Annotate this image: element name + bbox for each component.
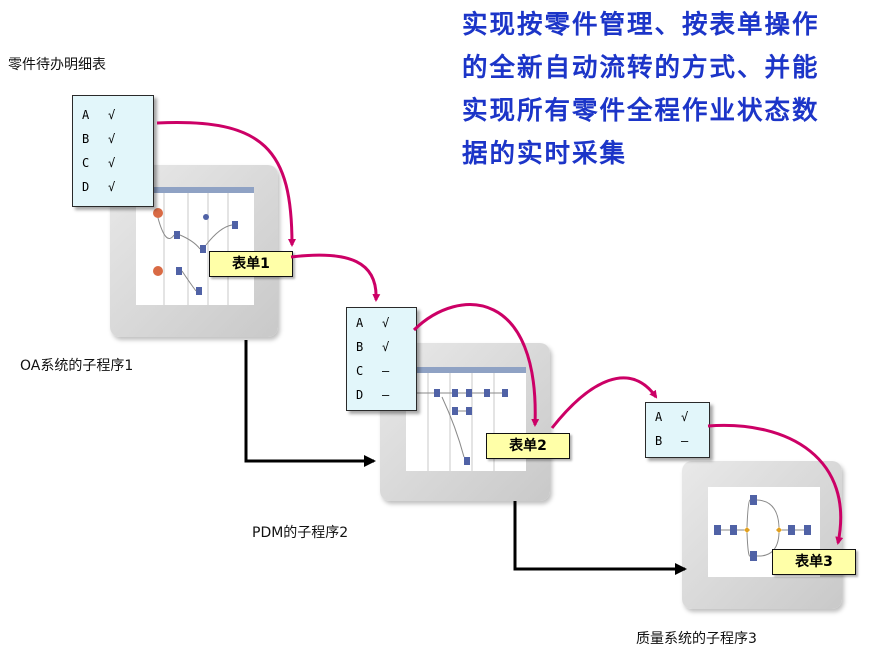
- checklist-row: D–: [356, 388, 390, 402]
- todo-checklist-2: A√ B√ C– D–: [346, 307, 417, 411]
- flow-arrow-checklist1-to-form1: [156, 121, 296, 247]
- form-1-label: 表单1: [209, 251, 293, 277]
- flow-arrow-checklist3-to-form3: [707, 423, 844, 545]
- checklist-row: D√: [82, 180, 116, 194]
- checklist-row: B√: [82, 132, 116, 146]
- checklist-row: B√: [356, 340, 390, 354]
- checklist-row: A√: [655, 410, 689, 424]
- checklist-row: C√: [82, 156, 116, 170]
- flow-arrow-form2-to-checklist3: [550, 376, 658, 429]
- step-arrow-pdm-to-quality: [513, 501, 687, 575]
- pdm-subprogram-caption: PDM的子程序2: [252, 525, 349, 541]
- todo-checklist-3: A√ B–: [645, 402, 710, 458]
- form-2-label: 表单2: [486, 433, 570, 459]
- checklist-row: B–: [655, 434, 689, 448]
- checklist-row: A√: [356, 316, 390, 330]
- todo-checklist-1: A√ B√ C√ D√: [72, 95, 154, 207]
- checklist-row: C–: [356, 364, 390, 378]
- step-arrow-oa-to-pdm: [244, 340, 376, 467]
- headline-text: 实现按零件管理、按表单操作 的全新自动流转的方式、并能 实现所有零件全程作业状态…: [462, 10, 820, 169]
- oa-subprogram-caption: OA系统的子程序1: [20, 358, 134, 374]
- flow-arrow-checklist2-to-form2: [412, 303, 540, 427]
- quality-subprogram-caption: 质量系统的子程序3: [636, 631, 757, 647]
- quality-screen-frame: [682, 461, 842, 609]
- oa-workflow-thumbnail: [136, 187, 254, 305]
- todo-list-title: 零件待办明细表: [8, 57, 106, 73]
- checklist-row: A√: [82, 108, 116, 122]
- form-3-label: 表单3: [772, 549, 856, 575]
- flow-arrow-form1-to-checklist2: [290, 253, 381, 302]
